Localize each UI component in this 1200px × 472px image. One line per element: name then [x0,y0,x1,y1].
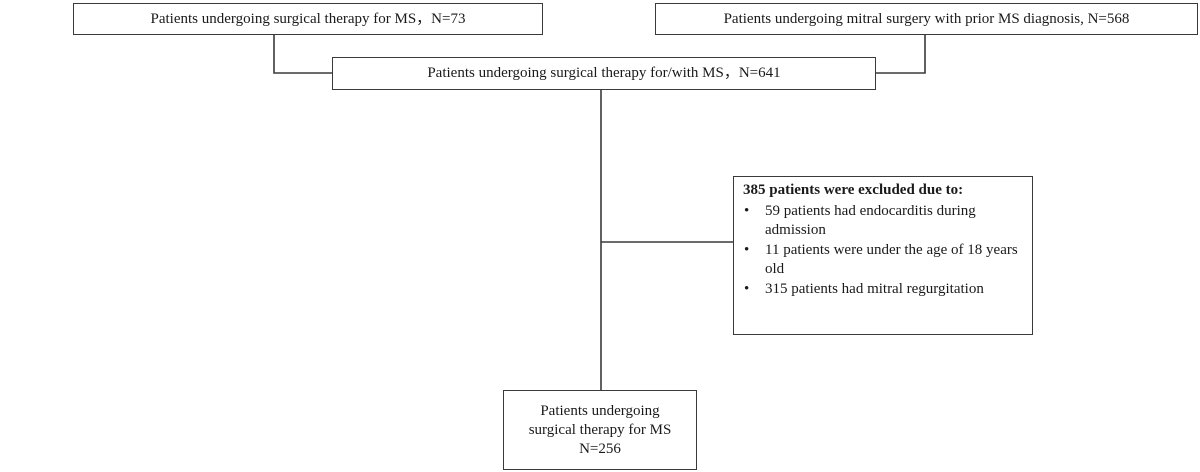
exclusion-item-text: 315 patients had mitral regurgitation [765,281,984,297]
box-final-cohort: Patients undergoing surgical therapy for… [503,390,697,470]
box-combined-cohort-label: Patients undergoing surgical therapy for… [427,65,781,81]
exclusion-item-text: 11 patients were under the age of 18 yea… [765,242,1018,277]
exclusion-title: 385 patients were excluded due to: [743,182,964,198]
connector-right-to-combined [876,35,926,74]
exclusion-item: • 315 patients had mitral regurgitation [743,280,1024,299]
exclusion-item: • 59 patients had endocarditis during ad… [743,202,1024,240]
exclusion-item: • 11 patients were under the age of 18 y… [743,241,1024,279]
box-surgical-therapy-ms-label: Patients undergoing surgical therapy for… [150,10,466,27]
connector-left-to-combined [273,35,332,74]
exclusion-item-text: 59 patients had endocarditis during admi… [765,203,976,238]
final-cohort-count: N=256 [579,440,621,457]
exclusion-list: • 59 patients had endocarditis during ad… [743,202,1024,299]
box-mitral-surgery-prior-ms-label: Patients undergoing mitral surgery with … [723,10,1130,27]
final-cohort-line-2: surgical therapy for MS [528,421,672,438]
box-surgical-therapy-ms: Patients undergoing surgical therapy for… [73,3,543,35]
bullet-icon: • [744,281,750,297]
final-cohort-line-1: Patients undergoing [540,402,660,419]
bullet-icon: • [744,203,750,219]
bullet-icon: • [744,242,750,258]
box-combined-cohort: Patients undergoing surgical therapy for… [332,57,876,90]
box-mitral-surgery-prior-ms: Patients undergoing mitral surgery with … [655,3,1198,35]
box-exclusion-criteria: 385 patients were excluded due to: • 59 … [733,176,1033,335]
